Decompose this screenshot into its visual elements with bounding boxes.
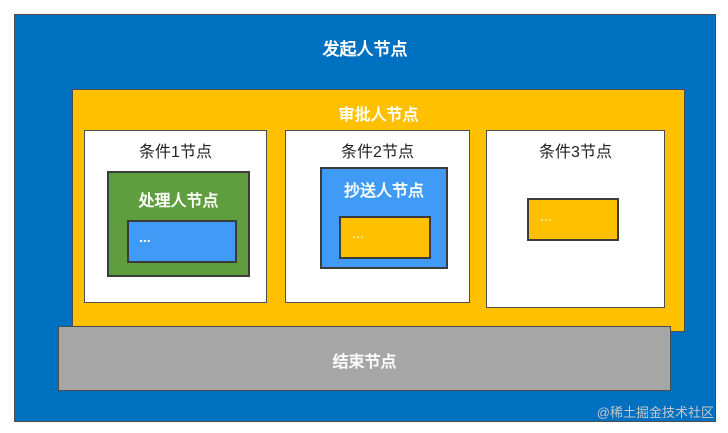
cc-child-ellipsis: ... xyxy=(352,225,364,241)
condition-2-label: 条件2节点 xyxy=(341,144,414,161)
initiator-node-label: 发起人节点 xyxy=(322,40,408,59)
condition-3-node: 条件3节点 ... xyxy=(486,130,665,308)
handler-node: 处理人节点 ... xyxy=(107,171,250,277)
condition-3-child-ellipsis: ... xyxy=(540,208,552,224)
handler-child-node: ... xyxy=(127,220,237,263)
condition-3-child-node: ... xyxy=(527,198,619,241)
approver-node: 审批人节点 条件1节点 处理人节点 ... 条件2节点 抄送人节点 ... 条件… xyxy=(72,89,685,332)
handler-child-ellipsis: ... xyxy=(139,229,151,245)
cc-node-label: 抄送人节点 xyxy=(343,183,424,200)
handler-node-label: 处理人节点 xyxy=(138,193,219,210)
end-node: 结束节点 xyxy=(58,326,671,391)
condition-3-label: 条件3节点 xyxy=(539,144,612,161)
condition-2-node: 条件2节点 抄送人节点 ... xyxy=(285,130,470,303)
condition-1-node: 条件1节点 处理人节点 ... xyxy=(84,130,267,303)
watermark: @稀土掘金技术社区 xyxy=(596,405,714,420)
end-node-label: 结束节点 xyxy=(332,354,397,371)
cc-child-node: ... xyxy=(339,216,431,259)
condition-1-label: 条件1节点 xyxy=(139,144,212,161)
approver-node-label: 审批人节点 xyxy=(338,107,419,124)
cc-node: 抄送人节点 ... xyxy=(320,167,448,269)
initiator-node: 发起人节点 审批人节点 条件1节点 处理人节点 ... 条件2节点 抄送人节点 … xyxy=(14,14,716,422)
